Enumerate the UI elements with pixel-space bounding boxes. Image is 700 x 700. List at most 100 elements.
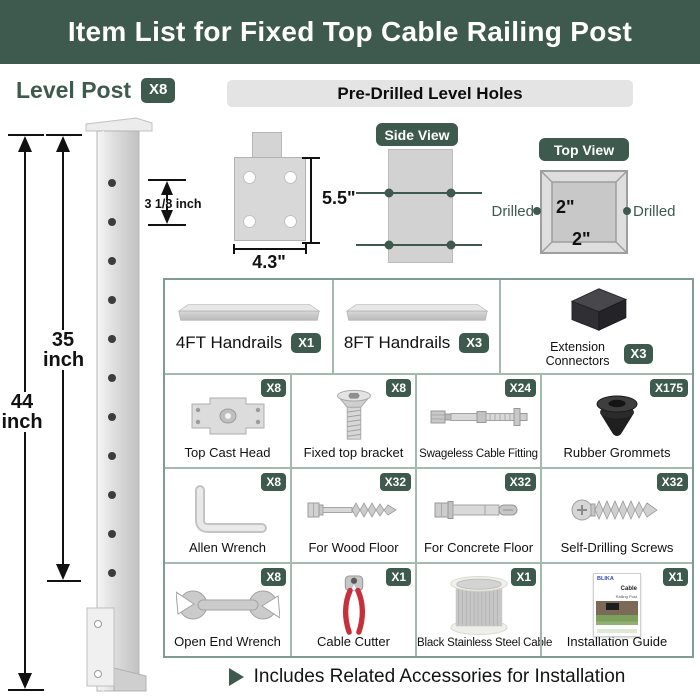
post-depth-label: 2": [572, 229, 591, 249]
side-view-drill-lines: [356, 188, 482, 250]
item-label: Allen Wrench: [188, 539, 267, 555]
qty-badge: X32: [504, 473, 536, 492]
footer-note: Includes Related Accessories for Install…: [160, 666, 694, 688]
item-cell-4ft-handrails: 4FT Handrails X1: [165, 280, 332, 373]
extension-connector-image: [570, 287, 627, 331]
item-label: 8FT Handrails: [343, 332, 451, 352]
drilled-left-label: Drilled: [491, 203, 534, 220]
item-cell-swageless-cable-fitting: X24 Swageless Cable Fi: [415, 374, 540, 467]
side-view-pill: Side View: [376, 123, 458, 146]
table-row: X8 Top Cast Head X8: [165, 372, 692, 468]
qty-badge: X8: [261, 567, 286, 586]
qty-badge: X32: [656, 473, 688, 492]
item-cell-for-concrete-floor: X32 For Concrete Floor: [415, 469, 540, 562]
handrail-image: [345, 303, 488, 321]
fixed-top-bracket-image: [336, 389, 371, 440]
qty-badge: X3: [623, 344, 654, 365]
cable-holes: [108, 179, 116, 577]
wood-screw-image: [307, 502, 397, 519]
header-banner: Item List for Fixed Top Cable Railing Po…: [0, 0, 700, 64]
item-cell-extension-connectors: Extension Connectors X3: [499, 280, 692, 373]
base-plate-drawing: [234, 157, 306, 241]
top-cast-head-image: [191, 397, 264, 435]
plate-width-dim-lines: [233, 244, 307, 254]
qty-badge: X1: [291, 332, 322, 353]
installation-guide-image: BLIKA Cable Railing Post: [593, 572, 641, 637]
item-label: Rubber Grommets: [563, 445, 671, 460]
plate-hole: [284, 171, 297, 184]
cable-spool-image: [449, 576, 508, 636]
guide-brand-text: BLIKA: [597, 575, 614, 582]
item-label: Self-Drilling Screws: [560, 539, 674, 555]
item-label: Cable Cutter: [317, 634, 390, 649]
item-list-table: 4FT Handrails X1 8FT Handrails X3: [163, 278, 694, 658]
cable-cutter-image: [342, 575, 365, 635]
level-post-qty-badge: X8: [141, 78, 176, 103]
item-label: 4FT Handrails: [175, 332, 283, 352]
guide-subtitle-text: Railing Post: [615, 593, 637, 599]
item-cell-fixed-top-bracket: X8 Fixed top bracket: [290, 374, 415, 467]
drilled-left-dot-icon: [533, 207, 541, 215]
drilled-right-label: Drilled: [633, 203, 676, 220]
top-view-pill: Top View: [539, 138, 629, 161]
item-cell-self-drilling-screws: X32 Self-Drilling Screws: [540, 469, 692, 562]
plate-hole: [243, 171, 256, 184]
qty-badge: X8: [261, 473, 286, 492]
item-cell-cable-cutter: X1 Cable Cutter: [290, 563, 415, 656]
item-cell-top-cast-head: X8 Top Cast Head: [165, 375, 290, 468]
item-label: For Wood Floor: [308, 539, 399, 555]
top-view-drawing: [540, 170, 628, 254]
base-plate-tab: [252, 132, 282, 160]
qty-badge: X32: [379, 473, 411, 492]
self-drilling-screw-image: [571, 499, 658, 521]
item-cell-black-stainless-steel-cable: X1 Black Stain: [415, 563, 553, 656]
allen-wrench-image: [194, 485, 267, 534]
swageless-fitting-image: [430, 408, 527, 427]
table-row: X8 Open End Wrench X1: [165, 561, 692, 657]
level-post-label: Level Post: [16, 77, 132, 103]
qty-badge: X3: [459, 332, 490, 353]
plate-hole: [243, 215, 256, 228]
item-label: Open End Wrench: [174, 634, 281, 649]
guide-title-text: Cable: [620, 585, 637, 592]
plate-height-label: 5.5": [322, 188, 356, 208]
item-cell-rubber-grommets: X175 Rubber Grommets: [540, 374, 692, 467]
item-label: Fixed top bracket: [303, 445, 404, 460]
level-post-heading: Level Post X8: [16, 77, 176, 104]
item-cell-open-end-wrench: X8 Open End Wrench: [165, 564, 290, 657]
open-end-wrench-image: [175, 590, 280, 620]
guide-cover-photo: [596, 600, 638, 625]
qty-badge: X8: [261, 378, 286, 397]
item-label: Swageless Cable Fitting: [419, 448, 538, 460]
plate-height-dim-lines: [302, 157, 320, 244]
qty-badge: X175: [649, 378, 688, 397]
item-label: Installation Guide: [566, 634, 668, 649]
qty-badge: X1: [511, 567, 536, 586]
post-dimension-diagram: [8, 117, 186, 692]
item-cell-for-wood-floor: X32 For Wood Floor: [290, 469, 415, 562]
rubber-grommet-image: [596, 395, 638, 436]
post-width-label: 2": [556, 197, 575, 217]
qty-badge: X24: [504, 378, 536, 397]
plate-hole: [284, 215, 297, 228]
handrail-image: [177, 303, 320, 321]
section-title: Pre-Drilled Level Holes: [337, 83, 523, 103]
page-title: Item List for Fixed Top Cable Railing Po…: [67, 16, 633, 47]
upper-height-label: 35 inch: [43, 329, 85, 371]
hole-spacing-label: 3 1/8 inch: [144, 197, 202, 211]
table-row: 4FT Handrails X1 8FT Handrails X3: [165, 280, 692, 373]
overall-height-label: 44 inch: [0, 391, 44, 433]
item-label: Top Cast Head: [184, 445, 271, 460]
item-label: Black Stainless Steel Cable: [417, 637, 553, 649]
item-cell-allen-wrench: X8 Allen Wrench: [165, 469, 290, 562]
table-row: X8 Allen Wrench X32: [165, 467, 692, 562]
item-label: For Concrete Floor: [423, 539, 534, 555]
plate-width-label: 4.3": [252, 252, 286, 272]
item-label: Extension Connectors: [545, 339, 610, 369]
item-cell-8ft-handrails: 8FT Handrails X3: [332, 280, 499, 373]
arrow-right-icon: [228, 668, 244, 686]
qty-badge: X1: [663, 567, 688, 586]
drilled-right-dot-icon: [623, 207, 631, 215]
footer-note-text: Includes Related Accessories for Install…: [253, 666, 626, 687]
